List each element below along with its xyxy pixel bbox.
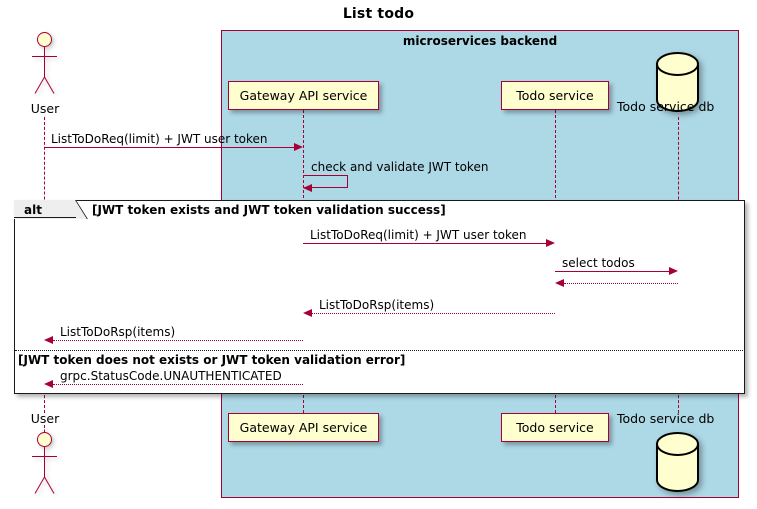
message-arrowhead-1 [294,142,303,151]
message-arrowhead-5 [555,278,564,287]
message-label-list-todo-rsp-2: ListToDoRsp(items) [60,325,176,339]
actor-leg-right-icon [44,476,55,494]
group-box-title: microservices backend [402,34,558,48]
message-line-7 [53,340,303,341]
message-arrowhead-3 [546,238,555,247]
page-title: List todo [342,6,415,22]
database-label-todo-service-db-bottom: Todo service db [617,411,715,426]
actor-head-icon [37,32,52,47]
lifeline-user-lower [44,425,45,437]
participant-gateway-api-service-top[interactable]: Gateway API service [228,81,379,110]
alt-branch-condition-1: [JWT token exists and JWT token validati… [92,203,446,217]
actor-user-bottom [30,432,60,502]
message-label-list-todo-rsp-1: ListToDoRsp(items) [319,298,435,312]
alt-fragment-frame [14,200,745,394]
alt-branch-condition-2: [JWT token does not exists or JWT token … [18,353,406,367]
message-arrowhead-6 [303,308,312,317]
actor-leg-left-icon [34,76,45,94]
actor-arms-icon [32,456,57,457]
alt-tag-bottom-border [14,217,76,219]
actor-arms-icon [32,56,57,57]
message-label-check-validate-jwt: check and validate JWT token [311,160,489,174]
message-arrowhead-8 [44,379,53,388]
actor-user-top [30,32,60,102]
message-arrowhead-4 [669,266,678,275]
actor-label-user-bottom: User [30,411,60,426]
actor-body-icon [44,447,45,477]
message-line-6 [312,313,555,314]
participant-todo-service-bottom[interactable]: Todo service [501,413,609,442]
alt-fragment-tag [14,200,88,219]
message-arrowhead-7 [44,335,53,344]
participant-gateway-api-service-bottom[interactable]: Gateway API service [228,413,379,442]
actor-leg-left-icon [34,476,45,494]
alt-fragment-separator [15,350,743,351]
message-line-3 [303,243,546,244]
alt-tag-fill [14,200,88,219]
message-line-5 [564,283,678,284]
actor-head-icon [37,432,52,447]
message-line-1 [44,147,294,148]
message-label-list-todo-req-1: ListToDoReq(limit) + JWT user token [51,132,268,146]
message-label-select-todos: select todos [562,256,635,270]
participant-todo-service-top[interactable]: Todo service [501,81,609,110]
message-label-list-todo-req-2: ListToDoReq(limit) + JWT user token [310,228,527,242]
alt-fragment-operator-label: alt [24,203,42,217]
message-label-unauthenticated: grpc.StatusCode.UNAUTHENTICATED [60,369,282,383]
database-label-todo-service-db-top: Todo service db [617,99,715,114]
message-arrowhead-2 [303,183,312,192]
actor-leg-right-icon [44,76,55,94]
actor-body-icon [44,47,45,77]
database-cylinder-icon-top[interactable] [655,52,700,112]
actor-label-user-top: User [30,101,60,116]
message-self-loop-2 [303,175,348,188]
message-line-4 [555,271,669,272]
database-cylinder-icon-bottom[interactable] [655,432,700,492]
message-line-8 [53,384,303,385]
